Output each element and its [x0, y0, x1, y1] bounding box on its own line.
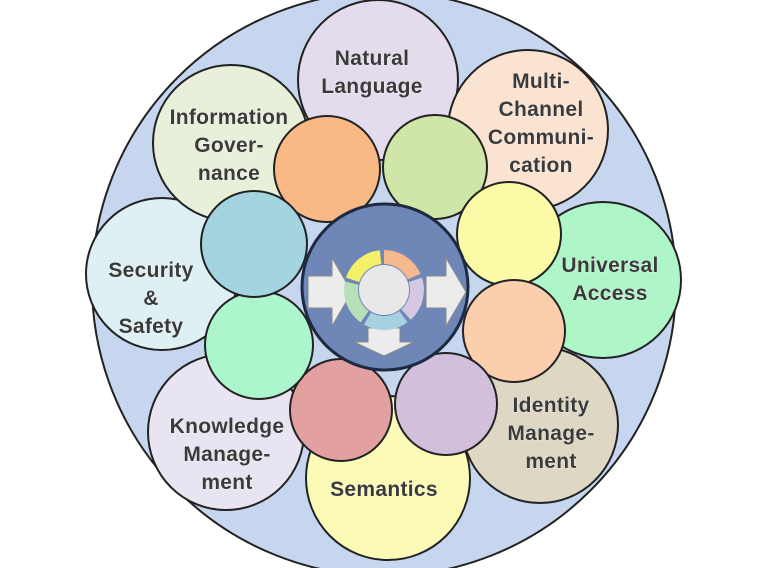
universal-access-label-line: Universal: [561, 254, 658, 277]
cycle-ring-segment: [384, 250, 421, 280]
natural-language-label-line: Language: [321, 75, 423, 98]
knowledge-management-label-line: Manage-: [183, 443, 270, 466]
security-safety-label-line: &: [143, 287, 158, 310]
cycle-ring-segment: [345, 250, 382, 282]
connector-circles: [200, 114, 566, 462]
knowledge-management-label-line: Knowledge: [170, 415, 285, 438]
natural-language-label-line: Natural: [335, 47, 409, 70]
left-arrow-icon: [307, 256, 353, 328]
security-safety-label-line: Safety: [119, 315, 184, 338]
cycle-ring-segment: [343, 281, 369, 323]
natural-language-connector-circle: [273, 115, 381, 223]
information-governance-label-line: Gover-: [194, 134, 264, 157]
semantics-label-line: Semantics: [330, 478, 438, 501]
multi-channel-communication-label-line: cation: [509, 154, 573, 177]
multi-channel-communication-label-line: Channel: [499, 98, 584, 121]
multi-channel-communication-label-line: Multi-: [512, 70, 570, 93]
cycle-ring-segment: [364, 311, 408, 330]
universal-access-connector-circle: [456, 181, 562, 287]
knowledge-management-label-line: ment: [201, 471, 252, 494]
central-hub: [300, 202, 470, 372]
universal-access-label-line: Access: [572, 282, 647, 305]
security-safety-connector-circle: [204, 290, 314, 400]
identity-management-label-line: ment: [525, 450, 576, 473]
information-governance-connector-circle: [200, 190, 308, 298]
cycle-ring-icon: [343, 250, 424, 330]
multi-channel-communication-label-line: Communi-: [488, 126, 594, 149]
semantics-label: Semantics: [330, 478, 438, 501]
information-governance-label-line: nance: [198, 162, 260, 185]
petal-circles: [85, 0, 682, 561]
identity-management-label-line: Identity: [512, 394, 589, 417]
down-arrow-icon: [353, 327, 415, 357]
cycle-ring-segment: [401, 277, 424, 320]
identity-management-label-line: Manage-: [507, 422, 594, 445]
semantics-connector-circle: [394, 352, 498, 456]
information-governance-label-line: Information: [170, 106, 289, 129]
identity-management-connector-circle: [462, 279, 566, 383]
cycle-ring-center: [359, 265, 409, 315]
security-safety-label: Security & Safety: [108, 259, 193, 338]
security-safety-label-line: Security: [108, 259, 193, 282]
right-arrow-icon: [425, 256, 467, 328]
